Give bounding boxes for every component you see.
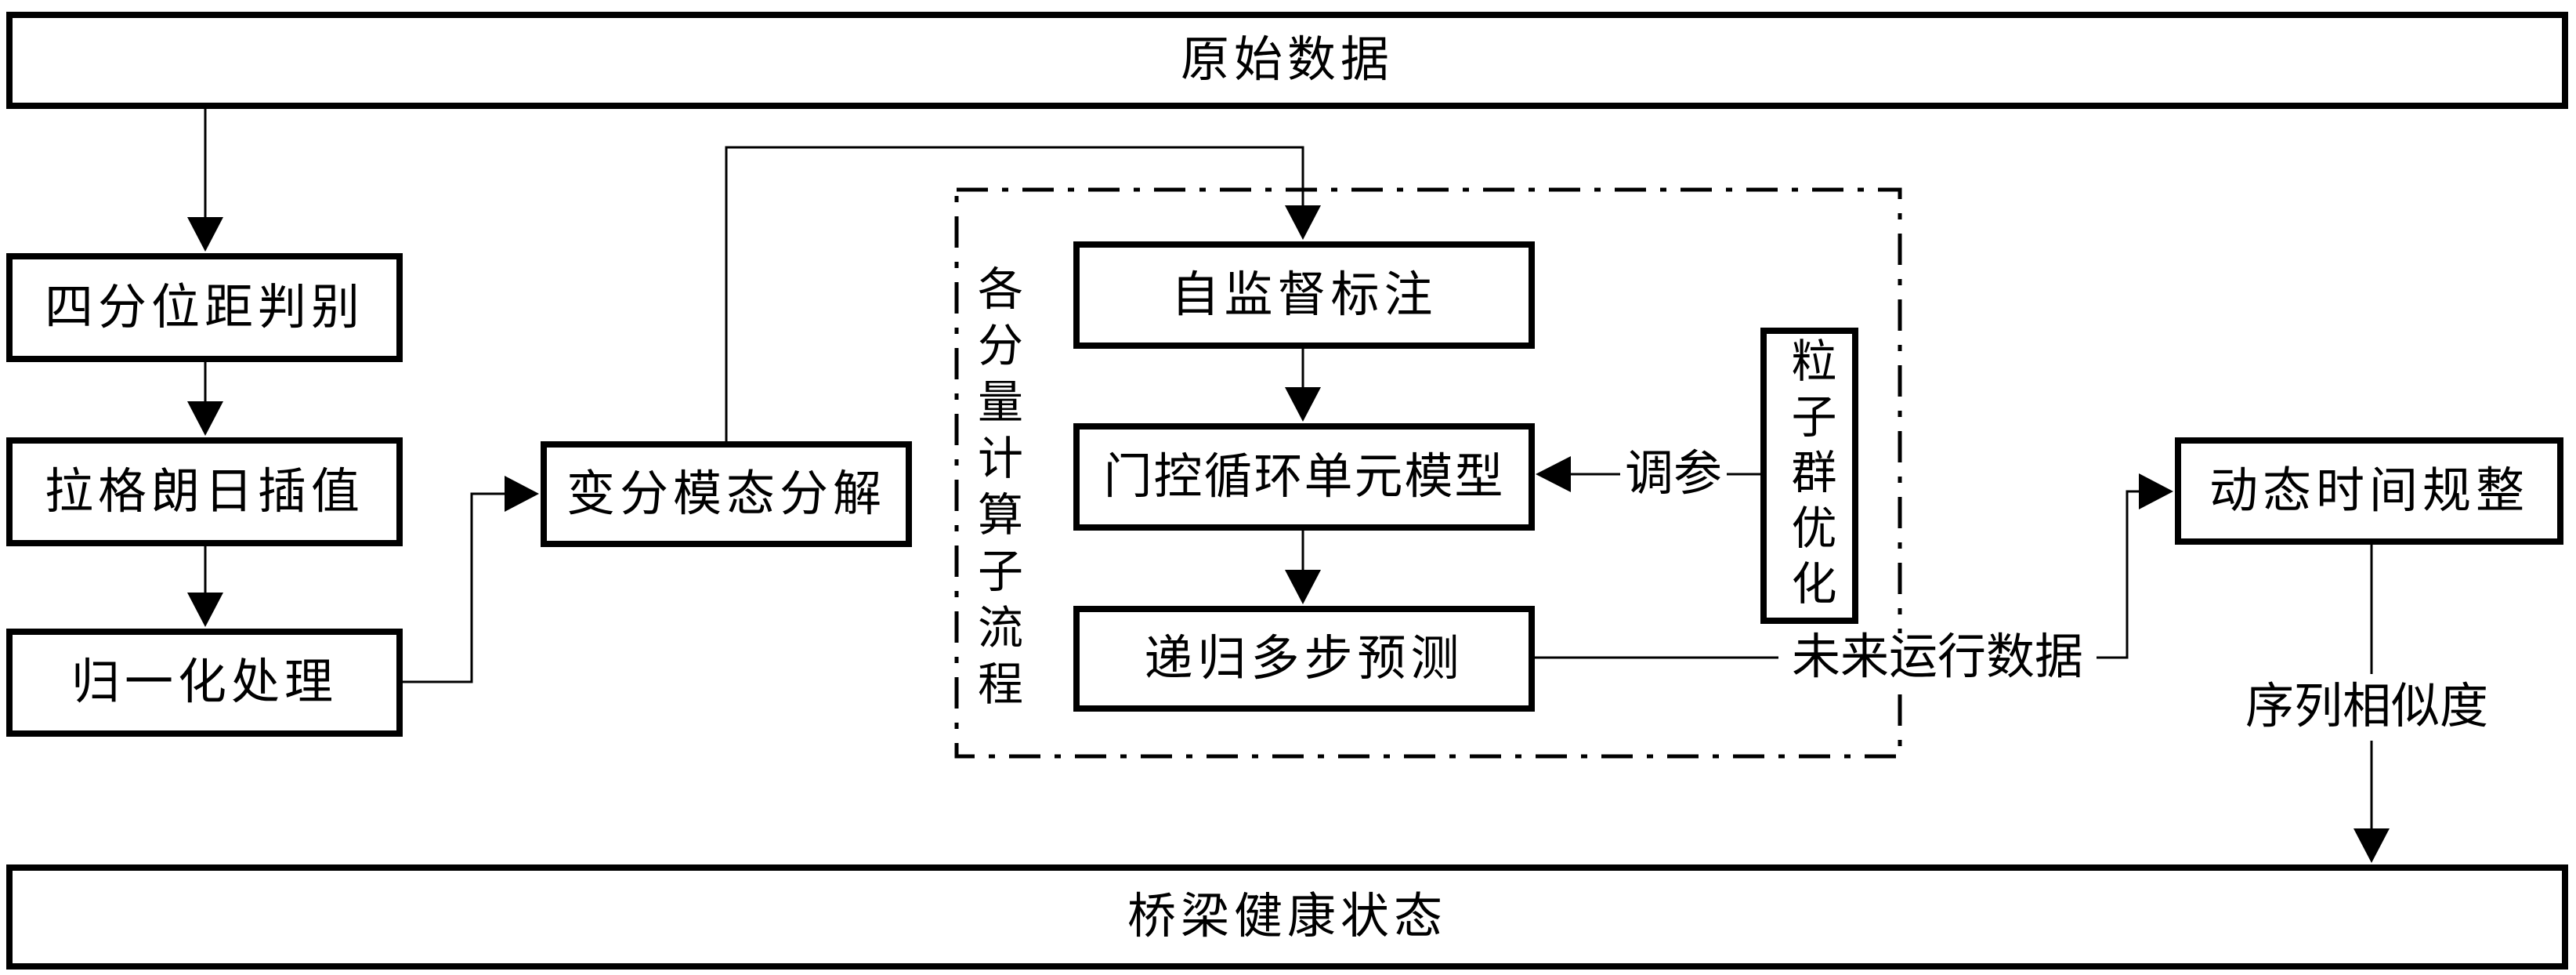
gru-box: 门控循环单元模型 [1073, 423, 1535, 531]
arrowhead-down-into-lagrange [187, 401, 223, 436]
raw-data-label: 原始数据 [1180, 33, 1394, 87]
subprocess-dashed-frame [954, 187, 1902, 759]
vmd-box: 变分模态分解 [541, 441, 912, 547]
iqr-box: 四分位距判别 [6, 253, 403, 362]
arrowhead-right-into-dtw [2139, 473, 2173, 509]
connector-futurelabel-to-dtw [2094, 490, 2144, 659]
similarity-edge-label: 序列相似度 [2241, 683, 2493, 731]
tuning-edge-label: 调参 [1620, 450, 1727, 498]
self-supervised-box: 自监督标注 [1073, 241, 1535, 349]
normalize-box: 归一化处理 [6, 629, 403, 737]
arrowhead-left-into-gru [1536, 456, 1571, 492]
arrowhead-down-into-iqr [187, 217, 223, 252]
raw-data-box: 原始数据 [6, 12, 2568, 109]
connector-lines [204, 109, 2373, 832]
arrowhead-right-into-vmd [505, 476, 539, 512]
arrowheads [187, 205, 2390, 863]
future-data-edge-label: 未来运行数据 [1778, 633, 2097, 682]
pso-label: 粒子群优化 [1784, 336, 1836, 615]
gru-label: 门控循环单元模型 [1103, 449, 1505, 504]
connector-normalize-to-vmd [402, 492, 509, 683]
self-supervised-label: 自监督标注 [1170, 267, 1438, 322]
lagrange-label: 拉格朗日插值 [44, 464, 364, 519]
dtw-box: 动态时间规整 [2175, 437, 2563, 545]
arrowhead-down-into-bridgehealth [2353, 828, 2390, 863]
pso-box: 粒子群优化 [1760, 328, 1858, 624]
normalize-label: 归一化处理 [71, 655, 338, 709]
iqr-label: 四分位距判别 [44, 280, 364, 335]
connector-vmd-to-selfsupervised [725, 146, 1304, 441]
arrowhead-down-into-selfsupervised [1285, 205, 1321, 240]
recursive-forecast-label: 递归多步预测 [1144, 631, 1464, 686]
arrowhead-down-into-gru [1285, 387, 1321, 422]
vmd-label: 变分模态分解 [566, 466, 886, 521]
lagrange-box: 拉格朗日插值 [6, 437, 403, 546]
bridge-health-label: 桥梁健康状态 [1127, 890, 1447, 944]
arrowhead-down-into-recursive [1285, 570, 1321, 604]
bridge-health-box: 桥梁健康状态 [6, 864, 2568, 970]
dtw-label: 动态时间规整 [2209, 463, 2529, 518]
arrowhead-down-into-normalize [187, 593, 223, 627]
subprocess-group-label: 各分量计算子流程 [971, 265, 1022, 716]
recursive-forecast-box: 递归多步预测 [1073, 606, 1535, 712]
